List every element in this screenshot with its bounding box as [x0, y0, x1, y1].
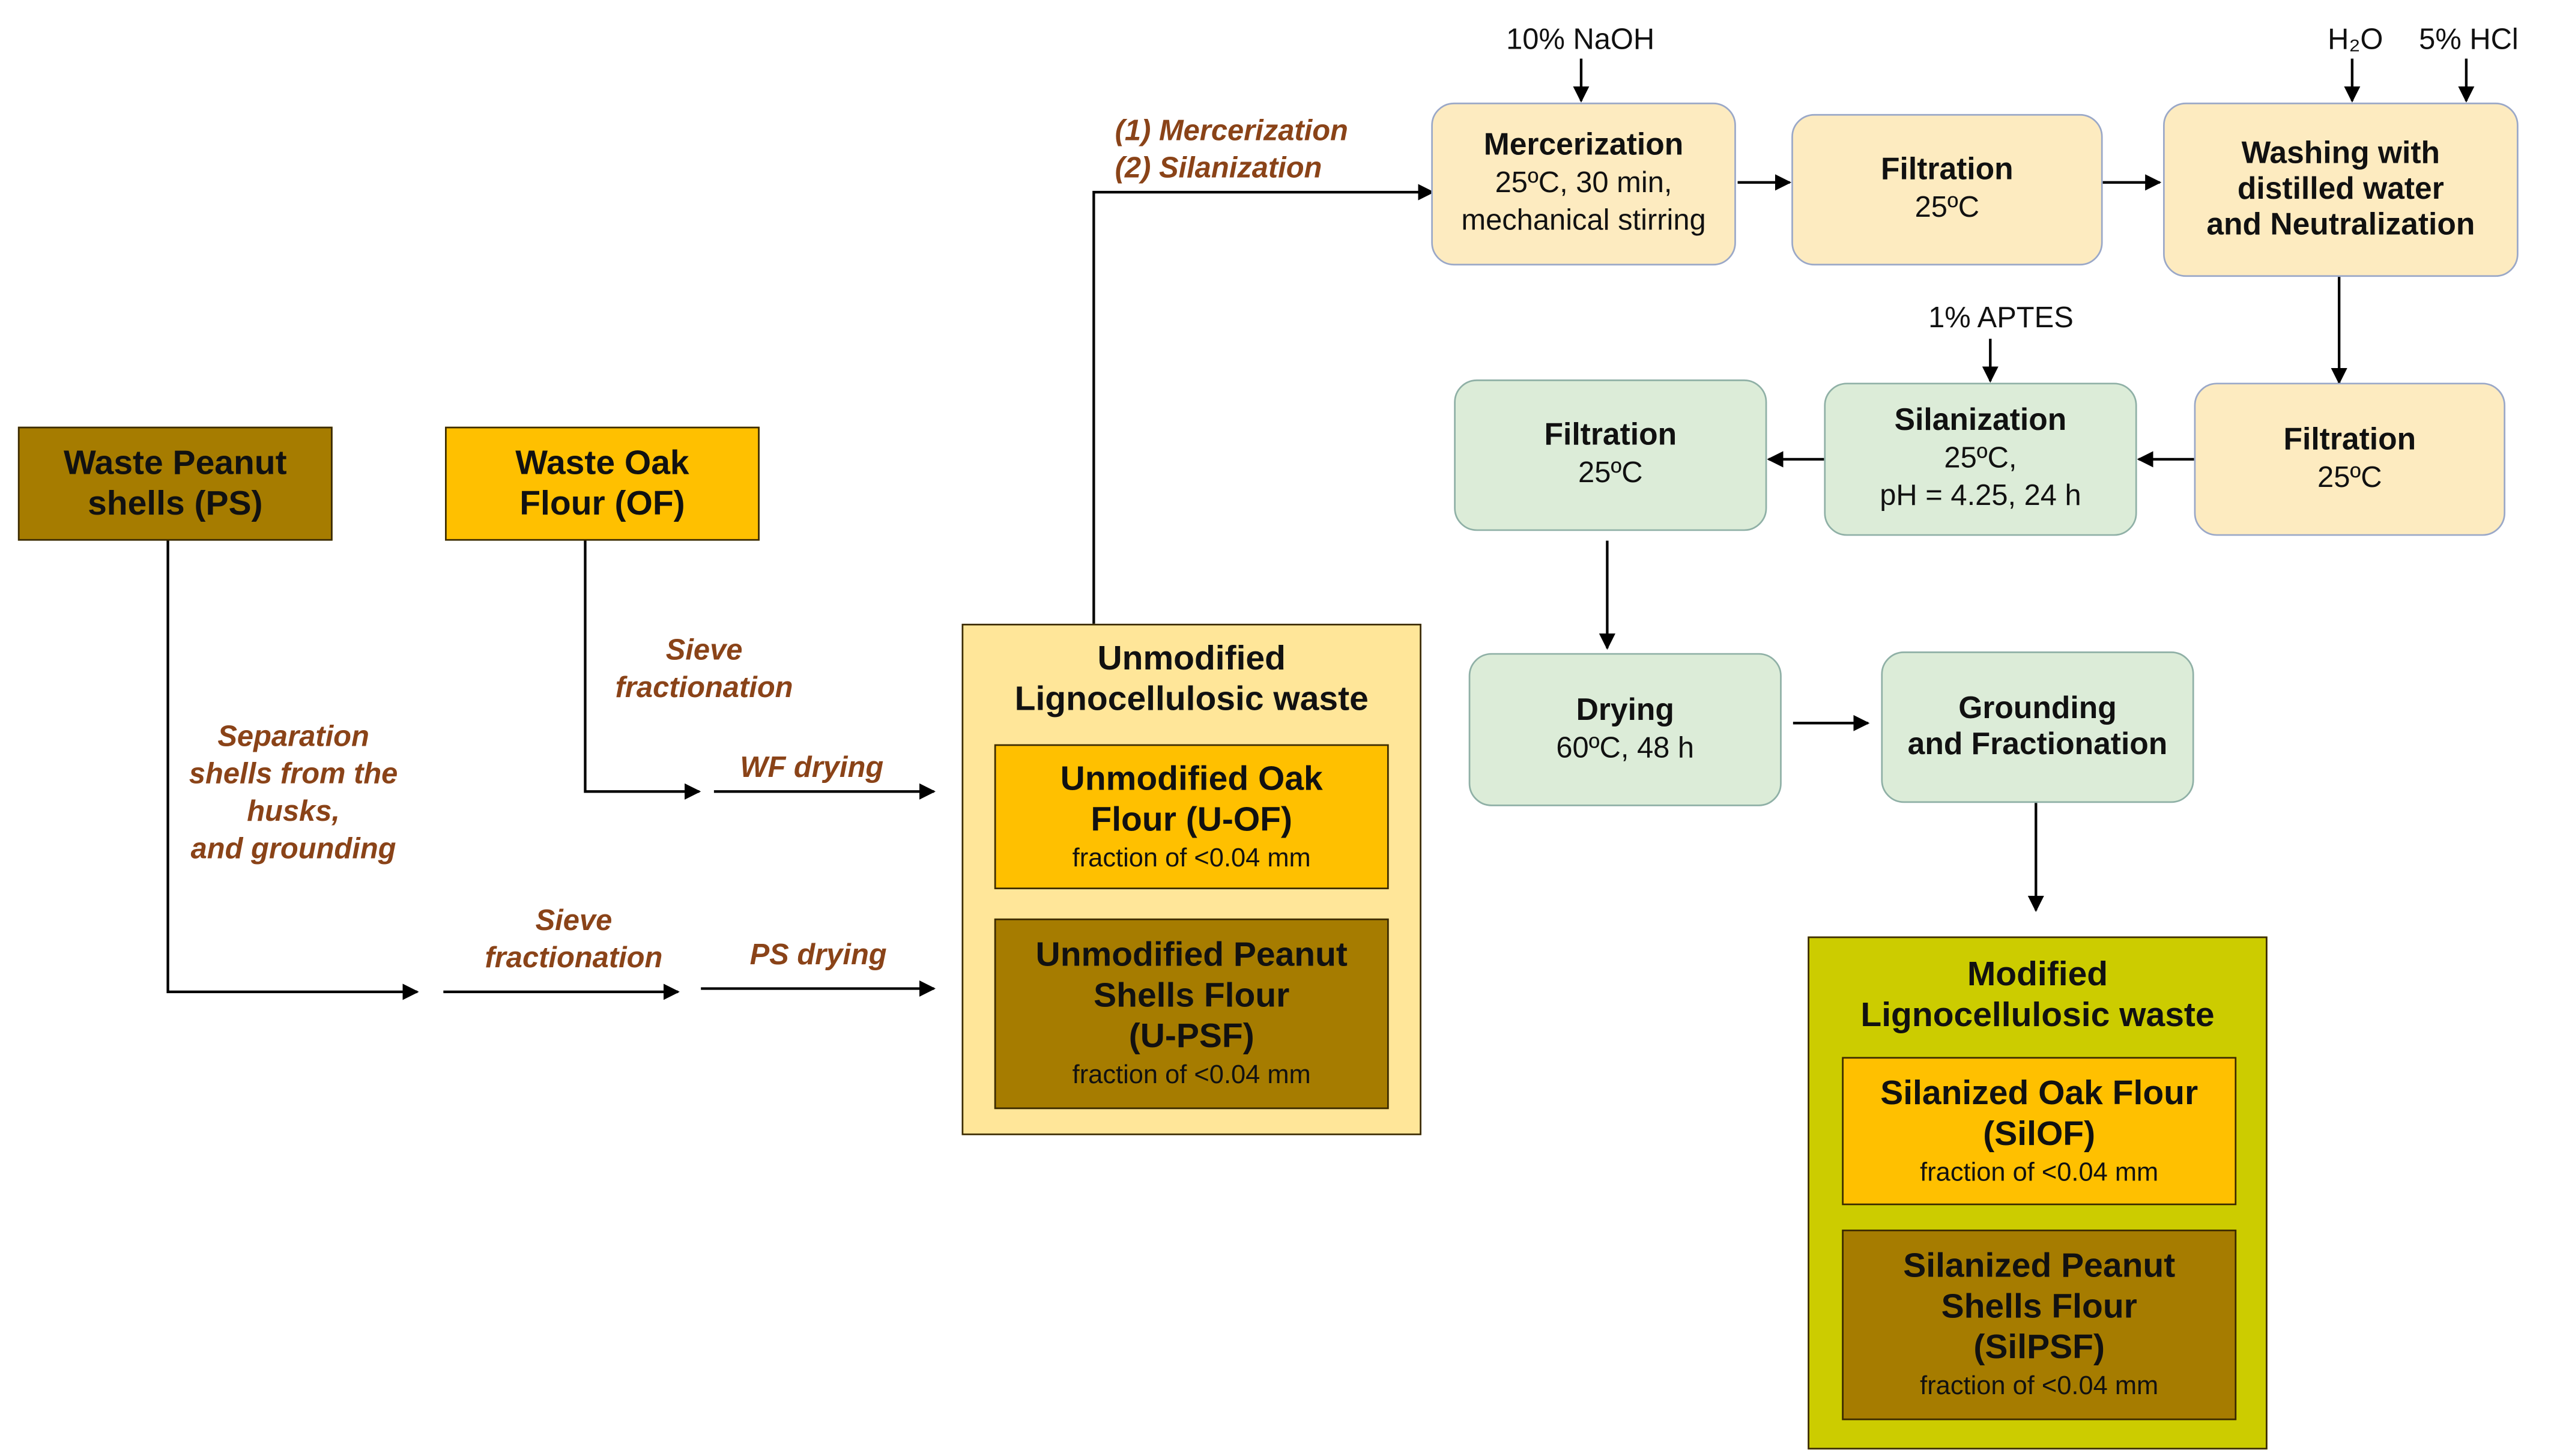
unmodified-peanut-flour-name: Unmodified Peanut Shells Flour (U-PSF) — [1035, 936, 1348, 1056]
silanized-peanut-fraction: fraction of <0.04 mm — [1920, 1373, 2159, 1401]
silanized-peanut-flour-name: Silanized Peanut Shells Flour (SilPSF) — [1903, 1247, 2176, 1367]
wf-drying-label: WF drying — [740, 751, 884, 784]
naoh-reagent-label: 10% NaOH — [1506, 22, 1655, 56]
silanization-details: 25ºC, pH = 4.25, 24 h — [1880, 441, 2081, 512]
filtration-3-title: Filtration — [1544, 418, 1677, 453]
silanized-peanut-flour-box: Silanized Peanut Shells Flour (SilPSF) f… — [1842, 1229, 2237, 1421]
unmodified-oak-flour-name: Unmodified Oak Flour (U-OF) — [1060, 760, 1323, 838]
treatment-label: (1) Mercerization (2) Silanization — [1115, 113, 1348, 184]
ps-drying-label: PS drying — [749, 938, 887, 971]
oak-sieve-fractionation-label: Sieve fractionation — [615, 633, 793, 704]
hcl-reagent-label: 5% HCl — [2419, 22, 2519, 56]
arrow-to-mercerization — [1092, 184, 1435, 624]
silanized-oak-fraction: fraction of <0.04 mm — [1920, 1158, 2159, 1187]
unmodified-peanut-flour-box: Unmodified Peanut Shells Flour (U-PSF) f… — [994, 918, 1389, 1110]
silanized-oak-flour-box: Silanized Oak Flour (SilOF) fraction of … — [1842, 1057, 2237, 1206]
filtration-step-1: Filtration 25ºC — [1791, 113, 2103, 266]
silanized-oak-flour-name: Silanized Oak Flour (SilOF) — [1880, 1074, 2198, 1153]
waste-peanut-shells-label: Waste Peanut shells (PS) — [63, 444, 287, 523]
drying-details: 60ºC, 48 h — [1556, 730, 1695, 763]
grounding-title: Grounding and Fractionation — [1907, 691, 2168, 762]
filtration-step-3: Filtration 25ºC — [1454, 379, 1767, 531]
filtration-2-details: 25ºC — [2317, 460, 2382, 493]
filtration-step-2: Filtration 25ºC — [2194, 382, 2506, 536]
filtration-1-title: Filtration — [1881, 153, 2014, 187]
filtration-3-details: 25ºC — [1578, 456, 1643, 489]
mercerization-details: 25ºC, 30 min, mechanical stirring — [1461, 166, 1706, 237]
unmodified-panel-title: Unmodified Lignocellulosic waste — [1014, 640, 1369, 719]
mercerization-step: Mercerization 25ºC, 30 min, mechanical s… — [1431, 102, 1736, 266]
unmodified-peanut-fraction: fraction of <0.04 mm — [1072, 1062, 1311, 1090]
silanization-title: Silanization — [1894, 403, 2067, 438]
separation-label: Separation shells from the husks, and gr… — [189, 719, 398, 865]
unmodified-oak-flour-box: Unmodified Oak Flour (U-OF) fraction of … — [994, 744, 1389, 890]
arrow-of-sieve — [584, 540, 701, 800]
aptes-reagent-label: 1% APTES — [1928, 301, 2074, 334]
drying-title: Drying — [1576, 693, 1674, 728]
modified-panel-title: Modified Lignocellulosic waste — [1860, 956, 2215, 1035]
waste-oak-flour-box: Waste Oak Flour (OF) — [445, 426, 760, 541]
drying-step: Drying 60ºC, 48 h — [1468, 653, 1782, 806]
waste-oak-flour-label: Waste Oak Flour (OF) — [515, 444, 689, 523]
washing-title: Washing with distilled water and Neutral… — [2206, 136, 2475, 242]
grounding-step: Grounding and Fractionation — [1881, 651, 2194, 803]
arrow-ps-separation — [166, 540, 419, 1000]
washing-step: Washing with distilled water and Neutral… — [2163, 102, 2519, 277]
filtration-1-details: 25ºC — [1914, 190, 1980, 223]
silanization-step: Silanization 25ºC, pH = 4.25, 24 h — [1824, 382, 2137, 536]
waste-peanut-shells-box: Waste Peanut shells (PS) — [17, 426, 333, 541]
water-reagent-label: H₂O — [2328, 22, 2383, 56]
filtration-2-title: Filtration — [2283, 422, 2416, 457]
ps-sieve-fractionation-label: Sieve fractionation — [485, 904, 663, 974]
unmodified-oak-fraction: fraction of <0.04 mm — [1072, 844, 1311, 872]
mercerization-title: Mercerization — [1483, 128, 1684, 163]
